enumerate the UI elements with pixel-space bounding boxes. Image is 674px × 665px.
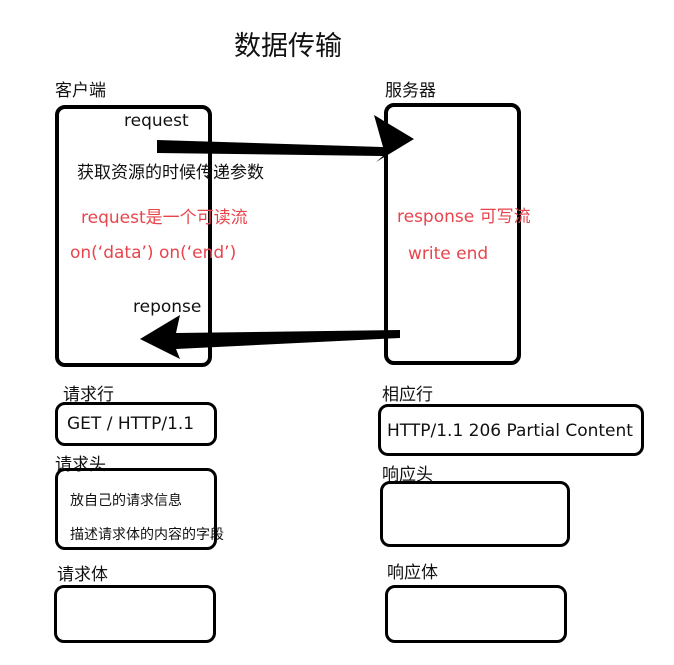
request-line-value: GET / HTTP/1.1: [67, 414, 195, 434]
diagram-title: 数据传输: [234, 31, 342, 62]
request-events-note: on(‘data’) on(‘end’): [70, 243, 237, 263]
request-label: request: [124, 111, 189, 131]
client-label: 客户端: [55, 81, 106, 101]
response-stream-note: response 可写流: [397, 207, 531, 227]
response-header-label: 响应头: [382, 465, 433, 485]
response-methods-note: write end: [408, 244, 489, 264]
response-header-box: [380, 481, 570, 547]
response-line-label: 相应行: [382, 385, 433, 405]
response-body-box: [385, 585, 567, 643]
request-body-box: [54, 585, 216, 643]
request-header-line2: 描述请求体的内容的字段: [70, 527, 224, 543]
server-label: 服务器: [385, 81, 436, 101]
request-line-box: [55, 402, 217, 446]
response-label: reponse: [133, 297, 202, 317]
request-header-line1: 放自己的请求信息: [70, 493, 182, 509]
response-arrow: [140, 315, 400, 359]
request-stream-note: request是一个可读流: [81, 208, 248, 228]
client-box: [55, 105, 212, 367]
response-body-label: 响应体: [387, 563, 438, 583]
request-arrow: [157, 115, 414, 162]
request-line-label: 请求行: [63, 385, 114, 405]
client-description: 获取资源的时候传递参数: [77, 163, 264, 183]
request-body-label: 请求体: [57, 565, 108, 585]
request-header-box: [55, 468, 217, 550]
response-line-value: HTTP/1.1 206 Partial Content: [387, 421, 633, 441]
response-line-box: [378, 404, 644, 456]
server-box: [384, 103, 521, 365]
